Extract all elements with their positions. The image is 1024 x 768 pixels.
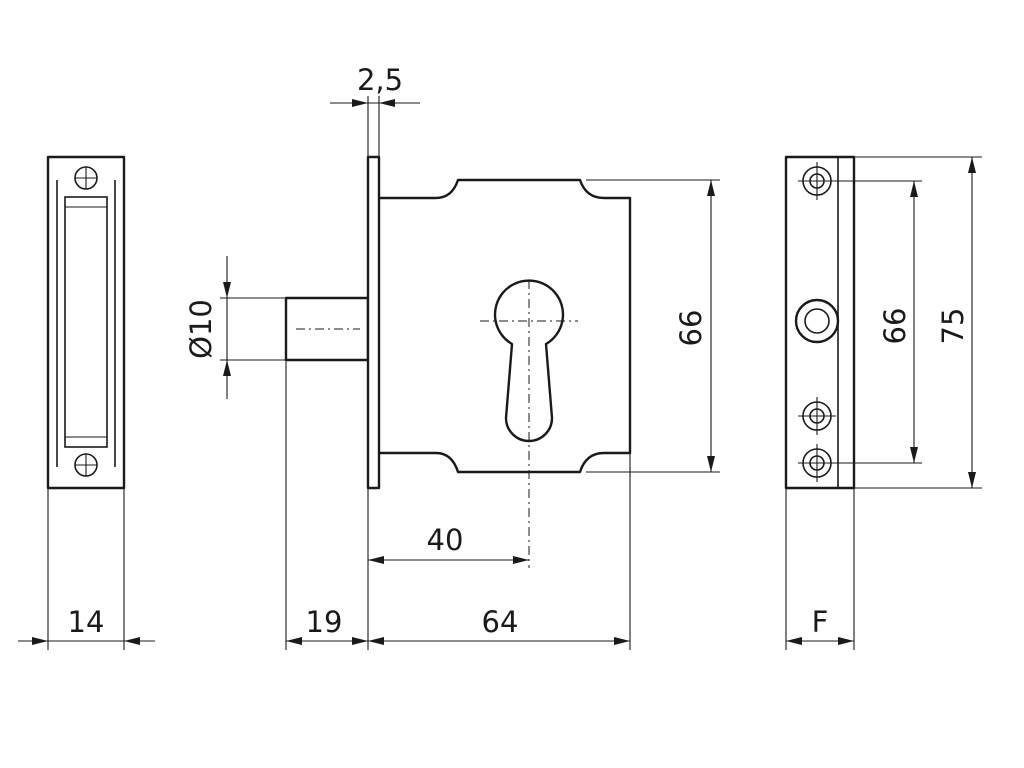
dimension-front-plate-width: 14 (18, 488, 155, 650)
backset-label: 40 (427, 523, 464, 557)
bolt-receiving-hole-icon (794, 298, 840, 344)
bolt-projection-label: 19 (306, 605, 343, 639)
strike-plate-view (784, 155, 856, 490)
screw-bottom-icon (74, 453, 98, 477)
dimension-strike-plate-height: 75 (854, 156, 982, 489)
screw-top-icon (74, 166, 98, 190)
front-plate-bolt-slot (64, 196, 108, 448)
lock-side-view (284, 155, 632, 568)
dimension-body-height: 66 (586, 179, 720, 473)
front-plate-width-label: 14 (68, 605, 105, 639)
front-plate-outline (46, 155, 126, 490)
body-depth-label: 64 (482, 605, 519, 639)
front-plate-view (46, 155, 126, 490)
dimension-body-depth: 64 (368, 453, 631, 650)
plate-thickness-label: 2,5 (357, 63, 403, 97)
dimension-backset: 40 (367, 488, 529, 650)
dimension-strike-plate-width: F (785, 488, 855, 650)
dimension-hole-spacing: 66 (836, 180, 922, 464)
bolt-diameter-label: Ø10 (184, 299, 218, 359)
strike-plate-width-label: F (812, 605, 829, 639)
dimension-bolt-diameter: Ø10 (184, 256, 286, 399)
dimension-bolt-projection: 19 (285, 360, 368, 650)
dimension-plate-thickness: 2,5 (330, 63, 420, 157)
hole-spacing-label: 66 (878, 308, 912, 345)
body-height-label: 66 (674, 310, 708, 347)
face-plate (366, 155, 381, 490)
strike-plate-height-label: 75 (936, 308, 970, 345)
